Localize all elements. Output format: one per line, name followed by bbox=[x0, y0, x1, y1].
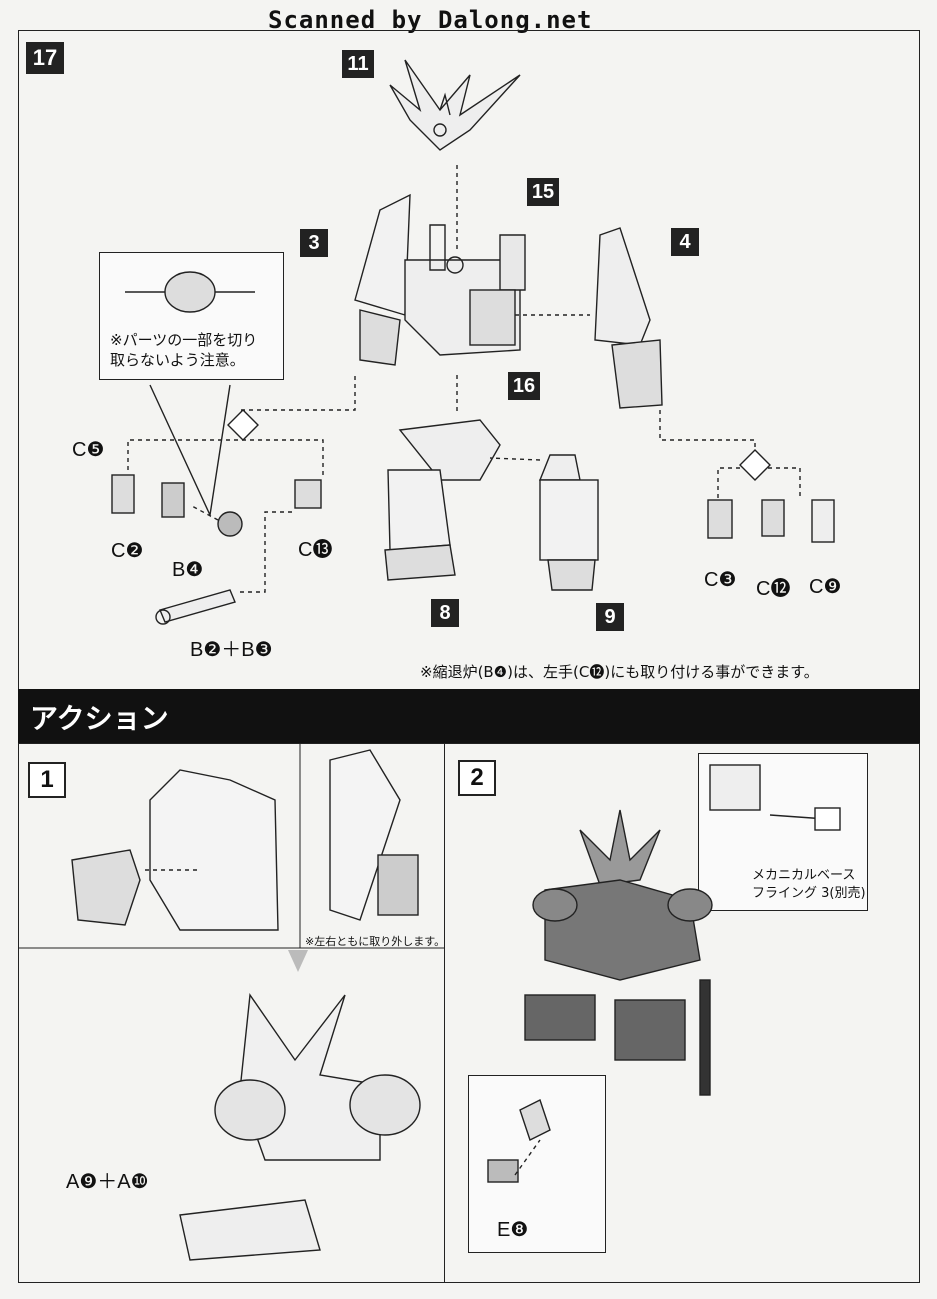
zoom-note-line: ※パーツの一部を切り 取らないよう注意。 bbox=[110, 331, 258, 369]
part-label-c5: C❺ bbox=[72, 439, 105, 461]
dash-hands-right-up bbox=[659, 410, 756, 455]
zoom-part-sketch bbox=[125, 271, 255, 313]
part-label-c13: C⓭ bbox=[298, 539, 333, 561]
callout-3: 3 bbox=[300, 229, 328, 257]
plug-part-sketch bbox=[519, 1099, 551, 1141]
right-hand-parts bbox=[707, 499, 835, 543]
action-panel-2 bbox=[444, 743, 920, 1283]
stand-plug-sketch bbox=[709, 764, 841, 831]
panel-2-number: 2 bbox=[458, 760, 496, 796]
panel-2-parts-label: E❽ bbox=[497, 1219, 529, 1241]
panel-2-figure bbox=[524, 809, 713, 1096]
dash-plug bbox=[514, 1139, 541, 1176]
right-shoulder-part bbox=[594, 227, 663, 409]
callout-16: 16 bbox=[508, 372, 540, 400]
left-leg-part bbox=[384, 419, 501, 581]
part-label-b4: B❹ bbox=[172, 559, 204, 581]
panel-1-top-left-sketch bbox=[71, 769, 279, 931]
dash-leg2 bbox=[489, 457, 541, 461]
step-footnote: ※縮退炉(B❹)は、左手(C⓬)にも取り付ける事ができます。 bbox=[420, 663, 819, 681]
panel-1-number: 1 bbox=[28, 762, 66, 798]
watermark: Scanned by Dalong.net bbox=[268, 6, 593, 34]
arrow-down bbox=[288, 950, 308, 972]
head-crest-part bbox=[389, 59, 521, 151]
dash-hands-left bbox=[127, 439, 324, 476]
part-label-c9: C❾ bbox=[809, 576, 842, 598]
part-label-c12: C⓬ bbox=[756, 578, 791, 600]
stand-label: メカニカルベース フライング 3(別売) bbox=[752, 868, 866, 901]
callout-15: 15 bbox=[527, 178, 559, 206]
callout-11: 11 bbox=[342, 50, 374, 78]
callout-4: 4 bbox=[671, 228, 699, 256]
hand-swap-symbol-right bbox=[739, 449, 771, 481]
part-label-c3: C❸ bbox=[704, 569, 737, 591]
part-e8-sketch bbox=[487, 1159, 519, 1183]
part-label-c2: C❷ bbox=[111, 540, 144, 562]
step-number: 17 bbox=[26, 42, 64, 74]
panel-1-bottom-sketch bbox=[179, 993, 421, 1261]
zoom-callout-lines bbox=[149, 384, 231, 518]
callout-9: 9 bbox=[596, 603, 624, 631]
left-hand-parts bbox=[111, 474, 322, 625]
panel-1-top-right-sketch bbox=[329, 749, 419, 921]
panel-1-note: ※左右ともに取り外します。 bbox=[305, 935, 446, 948]
part-label-b2-b3: B❷＋B❸ bbox=[190, 639, 273, 661]
hand-swap-symbol-left bbox=[227, 409, 259, 441]
action-header-band bbox=[18, 689, 920, 743]
torso-part bbox=[354, 193, 526, 366]
action-title: アクション bbox=[30, 702, 169, 735]
panel-1-parts-label: A❾＋A❿ bbox=[66, 1171, 149, 1193]
dash-reactor bbox=[189, 504, 219, 521]
right-leg-part bbox=[538, 454, 599, 591]
dash-gun bbox=[240, 511, 295, 593]
callout-8: 8 bbox=[431, 599, 459, 627]
